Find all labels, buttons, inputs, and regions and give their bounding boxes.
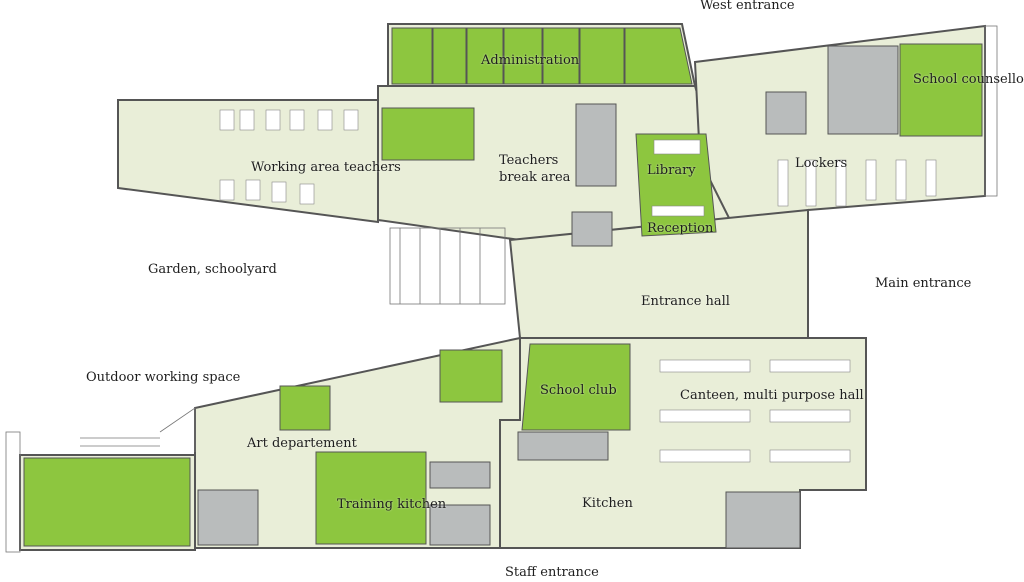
furniture-hints (219, 109, 937, 463)
library-label: Library (647, 163, 696, 178)
service-rooms (197, 45, 899, 549)
teachers-label-line2: break area (499, 170, 571, 185)
art-department-label: Art departement (247, 436, 357, 451)
main-entrance-label: Main entrance (875, 276, 972, 291)
reception-label: Reception (647, 221, 714, 236)
training-kitchen-label: Training kitchen (337, 497, 447, 512)
entrance-hall-label: Entrance hall (641, 294, 730, 309)
outdoor-stairs (5, 25, 998, 553)
teachers-label-line1: Teachers (499, 153, 559, 168)
lockers-label: Lockers (795, 156, 848, 171)
staff-entrance-label: Staff entrance (505, 565, 599, 580)
kitchen-label: Kitchen (582, 496, 633, 511)
school-counsellor-label: School counsellor (913, 72, 1024, 87)
garden-label: Garden, schoolyard (148, 262, 277, 277)
working-area-teachers-label: Working area teachers (251, 160, 401, 175)
school-club-label: School club (540, 383, 617, 398)
west-entrance-label: West entrance (700, 0, 795, 13)
outdoor-working-space-label: Outdoor working space (86, 370, 241, 385)
canteen-label: Canteen, multi purpose hall (680, 388, 864, 403)
administration-label: Administration (481, 53, 580, 68)
